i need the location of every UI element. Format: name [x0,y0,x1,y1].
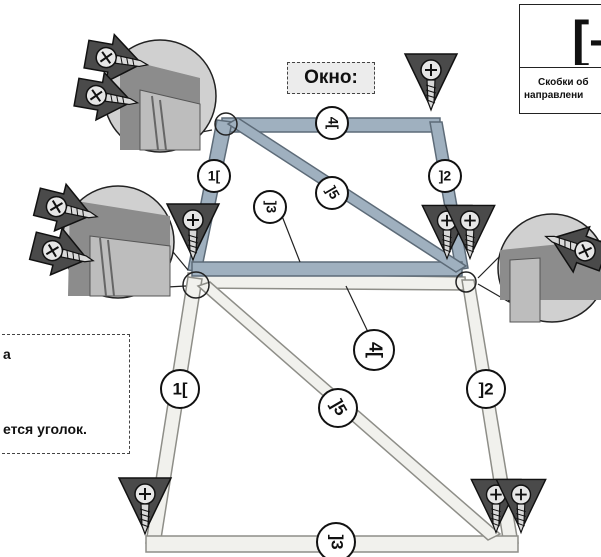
label-top-mid: ]3 [253,190,287,224]
corner-markers [182,112,477,299]
screw-down-icon [404,53,458,111]
label-bottom-left: 1[ [160,369,200,409]
window-title: Окно: [287,62,375,94]
label-top-right: ]2 [428,159,462,193]
legend-line-2: направлени [524,90,584,101]
label-bottom-mid: ]3 [316,522,356,557]
svg-text:4[: 4[ [365,342,385,358]
svg-text:]2: ]2 [478,379,493,398]
svg-text:]2: ]2 [439,168,452,184]
svg-text:]3: ]3 [263,201,279,214]
screw-down-icon [166,203,220,261]
label-top-diag: ]5 [315,176,349,210]
svg-text:1[: 1[ [172,379,187,398]
label-top-beam: 4[ [315,106,349,140]
legend-line-1: Скобки об [538,77,589,88]
legend-divider [520,67,601,68]
svg-text:]3: ]3 [328,534,347,549]
label-bottom-beam: 4[ [353,329,395,371]
label-top-left: 1[ [197,159,231,193]
svg-text:1[: 1[ [208,168,221,184]
label-bottom-diag: ]5 [318,388,358,428]
svg-text:[–: [– [572,11,601,65]
bracket-symbol-icon: [– [572,11,601,65]
label-bottom-right: ]2 [466,369,506,409]
bracket-legend: [– Скобки об направлени [519,4,601,114]
note-line-1: а [3,346,11,362]
note-line-2: ется уголок. [3,421,87,437]
label-leaders [281,215,369,333]
instruction-note: а ется уголок. [0,334,130,454]
svg-text:4[: 4[ [325,117,341,130]
